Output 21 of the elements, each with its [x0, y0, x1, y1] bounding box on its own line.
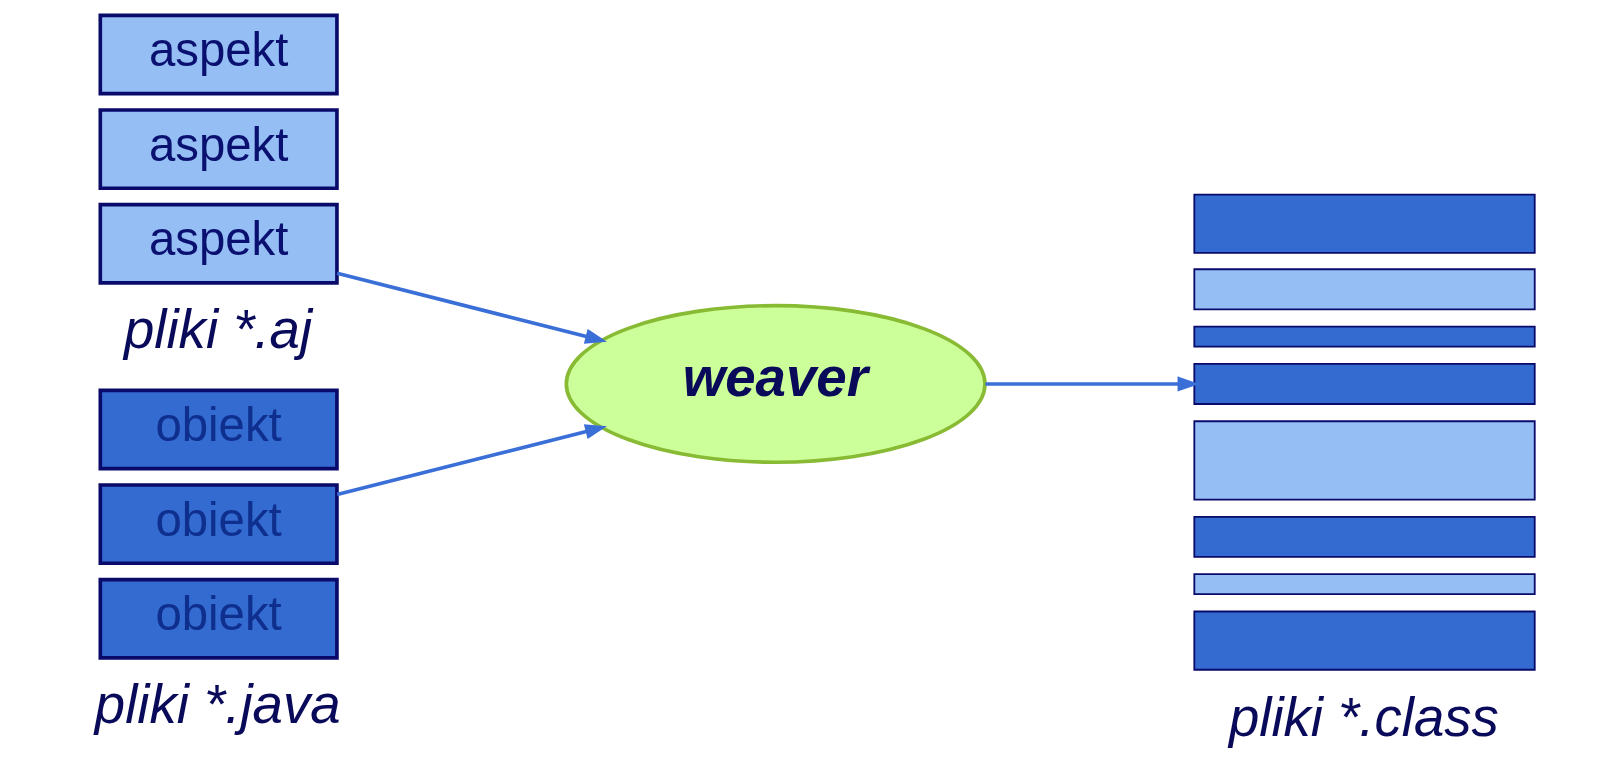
node-box: aspekt	[98, 13, 339, 96]
node-box: aspekt	[98, 202, 339, 285]
node-bar	[1193, 363, 1536, 405]
node-bar	[1193, 610, 1536, 671]
node-label: pliki *.class	[1228, 687, 1499, 749]
node-label: pliki *.aj	[123, 299, 313, 361]
node-box: obiekt	[98, 577, 339, 660]
node-ellipse: weaver	[564, 303, 987, 465]
arrow	[336, 424, 607, 497]
node-bar	[1193, 193, 1536, 254]
node-bar	[1193, 325, 1536, 348]
node-box: aspekt	[98, 108, 339, 191]
node-bar	[1193, 573, 1536, 596]
node-bar	[1193, 268, 1536, 311]
arrow	[336, 271, 607, 344]
node-label: pliki *.java	[94, 674, 341, 736]
node-bar	[1193, 420, 1536, 501]
arrow	[985, 376, 1200, 392]
node-box: obiekt	[98, 483, 339, 566]
node-bar	[1193, 515, 1536, 558]
node-box: obiekt	[98, 388, 339, 471]
